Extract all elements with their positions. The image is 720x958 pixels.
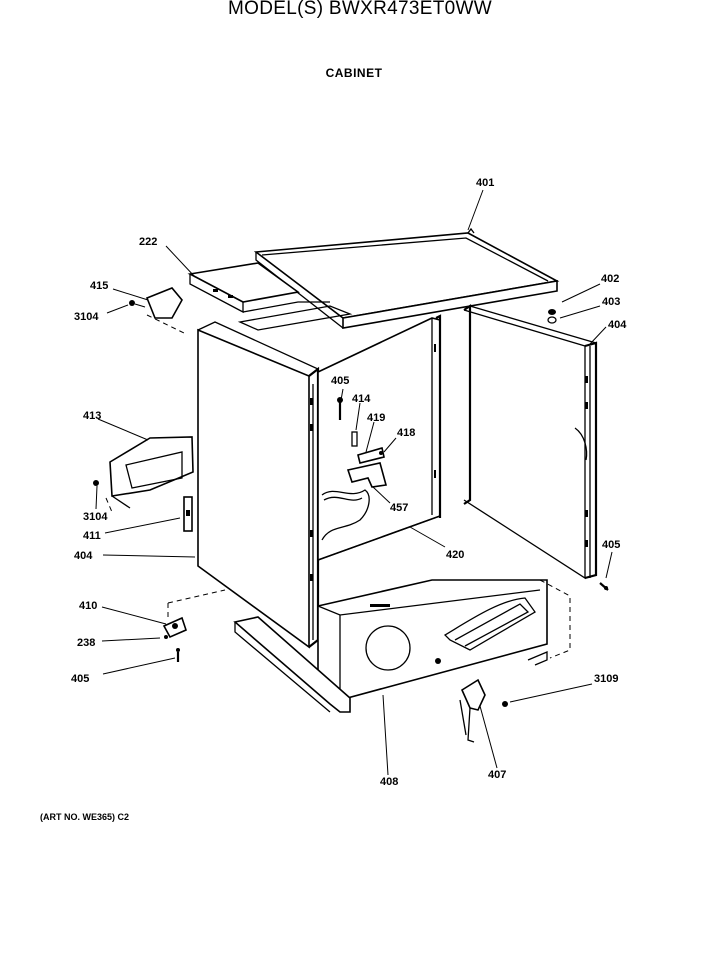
base-drawing bbox=[233, 579, 548, 713]
part-label: 411 bbox=[83, 530, 101, 542]
part-label: 3104 bbox=[83, 511, 108, 523]
part-label: 238 bbox=[77, 637, 95, 649]
art-number-caption: (ART NO. WE365) C2 bbox=[40, 812, 130, 822]
part-label: 401 bbox=[476, 177, 494, 189]
section-title: CABINET bbox=[325, 66, 383, 80]
part-label: 418 bbox=[397, 427, 415, 439]
part-label: 402 bbox=[601, 273, 619, 285]
rear-top-brace-drawing bbox=[187, 262, 353, 331]
part-label: 420 bbox=[446, 549, 464, 561]
part-label: 405 bbox=[602, 539, 620, 551]
part-label: 405 bbox=[71, 673, 89, 685]
part-label: 413 bbox=[83, 410, 101, 422]
part-label: 407 bbox=[488, 769, 506, 781]
part-label: 403 bbox=[602, 296, 620, 308]
part-label: 3104 bbox=[74, 311, 99, 323]
part-label: 222 bbox=[139, 236, 157, 248]
model-title: MODEL(S) BWXR473ET0WW bbox=[228, 0, 492, 19]
part-label: 408 bbox=[380, 776, 398, 788]
part-label: 410 bbox=[79, 600, 97, 612]
part-label: 3109 bbox=[594, 673, 618, 685]
part-label: 457 bbox=[390, 502, 408, 514]
part-label: 419 bbox=[367, 412, 385, 424]
small-parts-drawing bbox=[93, 287, 609, 743]
part-label: 414 bbox=[352, 393, 371, 405]
part-label: 415 bbox=[90, 280, 108, 292]
part-number-labels: 401 222 402 403 404 415 3104 405 414 419… bbox=[71, 177, 627, 788]
part-label: 405 bbox=[331, 375, 349, 387]
leader-lines bbox=[95, 189, 613, 776]
top-cover-drawing bbox=[253, 227, 560, 329]
part-label: 404 bbox=[74, 550, 93, 562]
rear-panel-drawing bbox=[317, 314, 442, 562]
part-label: 404 bbox=[608, 319, 627, 331]
explosion-lines bbox=[105, 314, 571, 659]
left-side-panel-drawing bbox=[197, 321, 320, 649]
right-side-panel-drawing bbox=[463, 303, 598, 580]
